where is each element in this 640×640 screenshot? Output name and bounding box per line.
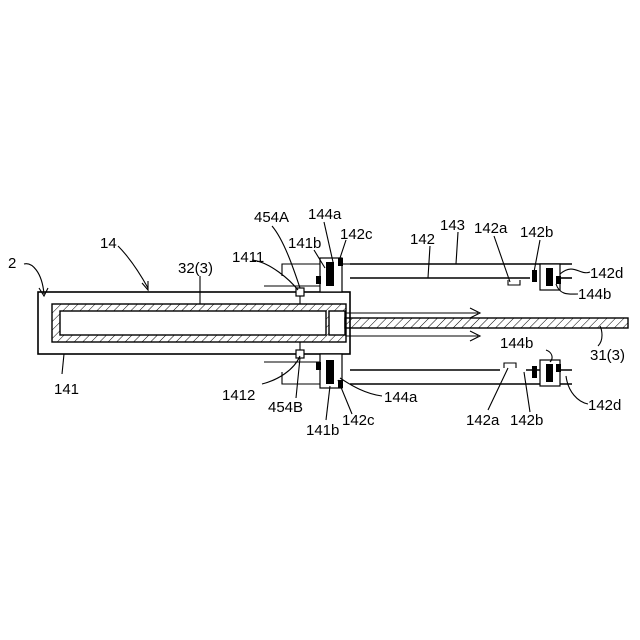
label-144a-top: 144a — [308, 206, 342, 223]
label-141b-bottom: 141b — [306, 422, 339, 439]
label-142d-top: 142d — [590, 265, 623, 282]
label-142b-bottom: 142b — [510, 412, 543, 429]
label-142a-top: 142a — [474, 220, 508, 237]
label-454B: 454B — [268, 399, 303, 416]
label-1412: 1412 — [222, 387, 255, 404]
label-141: 141 — [54, 381, 79, 398]
label-144b-bottom: 144b — [500, 335, 533, 352]
top-rails — [264, 264, 572, 286]
bottom-far-latch — [504, 360, 561, 386]
label-1411: 1411 — [232, 249, 264, 266]
label-32: 32(3) — [178, 260, 213, 277]
label-14: 14 — [100, 235, 117, 252]
rod-31 — [329, 311, 628, 335]
label-142b-top: 142b — [520, 224, 553, 241]
label-143: 143 — [440, 217, 465, 234]
label-142a-bottom: 142a — [466, 412, 500, 429]
label-2: 2 — [8, 255, 16, 272]
label-454A: 454A — [254, 209, 289, 226]
bottom-latch-141b — [296, 342, 343, 388]
label-144b-top: 144b — [578, 286, 611, 303]
label-144a-bottom: 144a — [384, 389, 418, 406]
label-142-top: 142 — [410, 231, 435, 248]
label-142c-top: 142c — [340, 226, 373, 243]
top-latch-141b — [296, 258, 343, 304]
label-142d-bottom: 142d — [588, 397, 621, 414]
label-142c-bottom: 142c — [342, 412, 375, 429]
label-141b-top: 141b — [288, 235, 321, 252]
housing-141 — [38, 292, 350, 354]
label-31: 31(3) — [590, 347, 625, 364]
